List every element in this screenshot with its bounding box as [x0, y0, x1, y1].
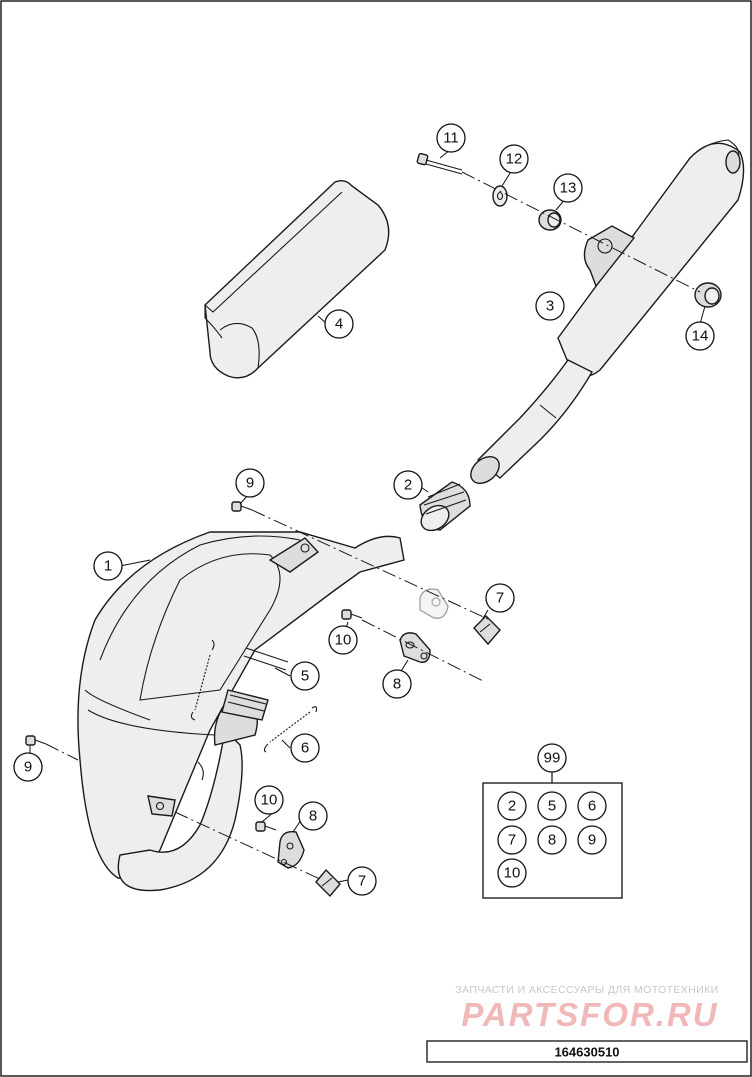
- svg-text:5: 5: [548, 798, 556, 815]
- callout-11: 11: [436, 123, 466, 153]
- callout-8-upper: 8: [382, 669, 412, 699]
- callout-7-lower: 7: [347, 866, 377, 896]
- part-7-nut-lower: [315, 868, 341, 898]
- callout-10-lower: 10: [254, 785, 284, 815]
- callout-4: 4: [324, 309, 354, 339]
- assembly-lines: [45, 171, 701, 881]
- part-8-mount-lower: [277, 831, 305, 869]
- kit-item-6: 6: [577, 791, 607, 821]
- callout-7-upper: 7: [485, 583, 515, 613]
- callout-10-upper: 10: [328, 625, 358, 655]
- svg-text:8: 8: [548, 832, 556, 849]
- callout-5: 5: [290, 661, 320, 691]
- part-6-spring: [263, 706, 318, 753]
- kit-99-label: 99: [537, 743, 567, 773]
- svg-text:11: 11: [443, 130, 459, 147]
- svg-text:7: 7: [496, 590, 504, 607]
- diagram-number: 164630510: [554, 1045, 619, 1060]
- callout-12: 12: [499, 144, 529, 174]
- watermark: ЗАПЧАСТИ И АКСЕССУАРЫ ДЛЯ МОТОТЕХНИКИ PA…: [455, 984, 718, 1033]
- svg-text:7: 7: [358, 873, 366, 890]
- part-11-bolt: [416, 152, 463, 175]
- svg-text:4: 4: [335, 316, 343, 333]
- callout-14: 14: [685, 321, 715, 351]
- watermark-tagline: ЗАПЧАСТИ И АКСЕССУАРЫ ДЛЯ МОТОТЕХНИКИ: [455, 984, 718, 996]
- callout-13: 13: [553, 173, 583, 203]
- part-7-nut-upper: [473, 615, 501, 646]
- svg-text:1: 1: [104, 558, 112, 575]
- callout-8-lower: 8: [298, 801, 328, 831]
- svg-text:14: 14: [692, 328, 709, 345]
- part-4-heat-shield: [204, 179, 390, 379]
- svg-text:6: 6: [301, 740, 309, 757]
- svg-text:8: 8: [309, 808, 317, 825]
- watermark-brand: PARTSFOR.RU: [461, 996, 718, 1033]
- svg-text:3: 3: [546, 298, 554, 315]
- svg-text:10: 10: [504, 865, 521, 882]
- part-9-bolt-lower: [25, 735, 47, 746]
- part-5-springs: [190, 639, 289, 721]
- svg-text:2: 2: [404, 477, 412, 494]
- callout-9-lower: 9: [13, 752, 43, 782]
- diagram-number-box: 164630510: [426, 1040, 748, 1063]
- kit-item-10: 10: [497, 858, 527, 888]
- svg-text:9: 9: [588, 832, 596, 849]
- svg-text:6: 6: [588, 798, 596, 815]
- svg-text:13: 13: [560, 180, 577, 197]
- svg-text:9: 9: [24, 759, 32, 776]
- part-7-nut-ghost: [419, 588, 449, 619]
- callout-9-upper: 9: [235, 468, 265, 498]
- part-12-washer: [492, 185, 508, 207]
- svg-text:7: 7: [508, 832, 516, 849]
- svg-text:9: 9: [246, 475, 254, 492]
- svg-text:99: 99: [544, 750, 561, 767]
- callout-2: 2: [393, 470, 423, 500]
- part-2-sleeve: [419, 481, 471, 532]
- part-9-bolt-upper: [231, 501, 253, 512]
- svg-text:5: 5: [301, 668, 309, 685]
- part-10-bolt-lower: [255, 821, 277, 832]
- kit-99: 99 2 5 6 7 8 9 10: [482, 743, 623, 899]
- part-10-bolt-upper: [341, 609, 363, 620]
- svg-text:8: 8: [393, 676, 401, 693]
- part-13-bushing: [538, 209, 562, 231]
- part-1-exhaust-pipe: [77, 531, 405, 892]
- svg-text:2: 2: [508, 798, 516, 815]
- callout-3: 3: [535, 291, 565, 321]
- kit-item-8: 8: [537, 825, 567, 855]
- kit-item-5: 5: [537, 791, 567, 821]
- callout-6: 6: [290, 733, 320, 763]
- callout-1: 1: [93, 551, 123, 581]
- kit-item-9: 9: [577, 825, 607, 855]
- kit-item-7: 7: [497, 825, 527, 855]
- part-14-bushing: [694, 282, 722, 308]
- kit-item-2: 2: [497, 791, 527, 821]
- part-3-silencer: [470, 139, 745, 484]
- svg-text:10: 10: [261, 792, 278, 809]
- part-8-mount-upper: [399, 632, 431, 663]
- svg-text:12: 12: [506, 151, 523, 168]
- svg-text:10: 10: [335, 632, 352, 649]
